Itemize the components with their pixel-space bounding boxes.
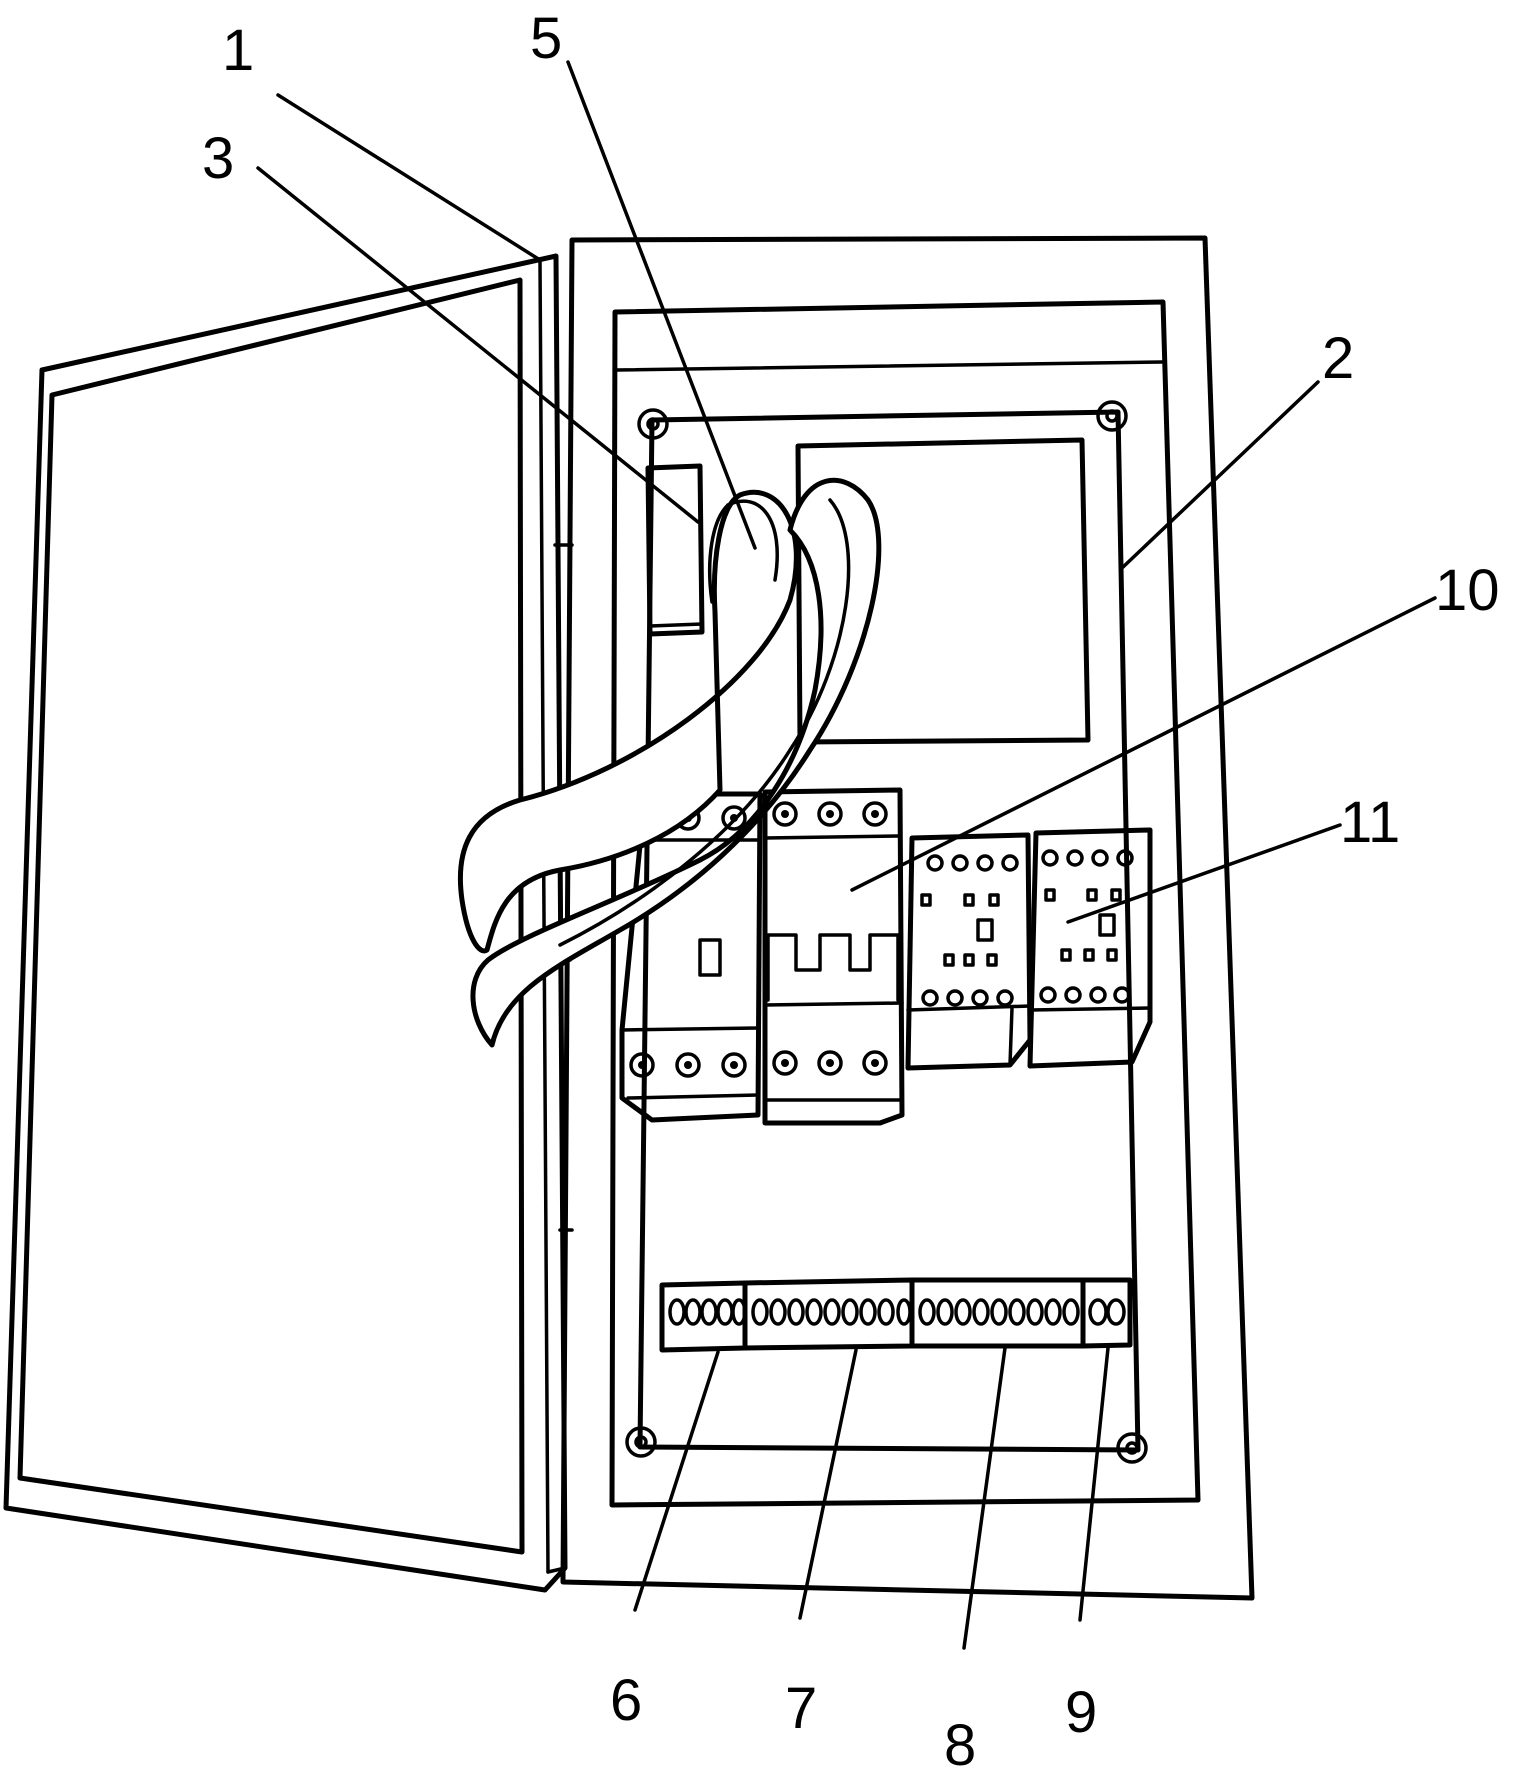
label-relay: 11 <box>1340 790 1400 855</box>
terminal-block-c <box>909 1277 1086 1349</box>
display-window <box>795 437 1091 745</box>
breaker-terminal <box>772 801 798 827</box>
breaker-right <box>762 787 905 1126</box>
mounting-plate <box>625 400 1148 1464</box>
small-slot <box>645 463 705 637</box>
breaker-terminal <box>817 1050 843 1076</box>
breaker-terminal <box>675 1052 701 1078</box>
label-terminal-block-d: 9 <box>1065 1680 1097 1745</box>
label-small-slot: 3 <box>202 126 234 191</box>
label-inner-panel: 2 <box>1322 326 1354 391</box>
cabinet-body <box>560 235 1255 1601</box>
breaker-terminal <box>862 1050 888 1076</box>
terminal-block-a <box>659 1280 748 1353</box>
breaker-terminal <box>629 1052 655 1078</box>
label-cable: 5 <box>530 6 562 71</box>
screw <box>637 408 669 440</box>
relay-right <box>1027 827 1153 1069</box>
screw <box>1096 400 1128 432</box>
breaker-terminal <box>862 801 888 827</box>
cable <box>457 477 882 1048</box>
label-door: 1 <box>222 18 254 83</box>
label-breaker: 10 <box>1435 558 1500 623</box>
relay-left <box>905 832 1033 1071</box>
breaker-terminal <box>772 1050 798 1076</box>
breaker-terminal <box>721 1052 747 1078</box>
terminal-block-b <box>742 1277 915 1351</box>
screw <box>625 1426 657 1458</box>
terminal-block-d <box>1080 1277 1133 1349</box>
label-terminal-block-b: 7 <box>785 1676 817 1741</box>
label-terminal-block-a: 6 <box>610 1668 642 1733</box>
label-terminal-block-c: 8 <box>944 1713 976 1770</box>
screw <box>1116 1432 1148 1464</box>
leader-lines <box>256 60 1437 1650</box>
breaker-terminal <box>817 801 843 827</box>
reference-labels: 1 2 3 5 6 7 8 9 10 11 <box>202 6 1500 1770</box>
door <box>3 253 574 1593</box>
